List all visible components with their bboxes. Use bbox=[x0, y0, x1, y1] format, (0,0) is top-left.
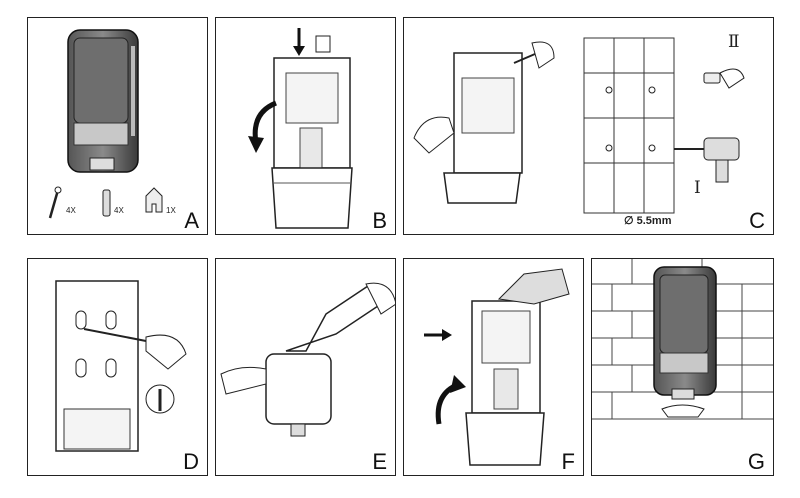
panel-letter: F bbox=[561, 449, 575, 474]
drill-size-label: ∅ 5.5mm bbox=[624, 215, 672, 227]
panel-letter: G bbox=[747, 449, 765, 474]
dispenser-open-view bbox=[271, 35, 353, 229]
marking-holes-illustration bbox=[413, 41, 555, 204]
panel-letter: C bbox=[749, 208, 765, 233]
panel-f: F bbox=[403, 258, 584, 476]
mounting-screws-illustration bbox=[55, 280, 187, 452]
panel-letter: E bbox=[372, 449, 387, 474]
insert-refill-illustration bbox=[465, 268, 570, 466]
panel-g: G bbox=[591, 258, 774, 476]
panel-c: Ⅱ Ⅰ ∅ 5.5mm C bbox=[403, 17, 774, 235]
hand-under-dispenser-icon bbox=[661, 404, 705, 418]
wall-anchor-insert-icon bbox=[703, 68, 745, 89]
mounted-dispenser bbox=[653, 266, 717, 400]
rotate-up-arrow-icon bbox=[435, 375, 466, 425]
screw-icon bbox=[48, 186, 62, 219]
refill-bottle-illustration bbox=[220, 282, 395, 437]
panel-letter: A bbox=[184, 208, 199, 233]
panel-e: E bbox=[215, 258, 396, 476]
wall-anchor-icon bbox=[102, 189, 111, 217]
screw-quantity: 4X bbox=[66, 206, 76, 215]
power-drill-icon bbox=[674, 137, 740, 183]
step-one-label: Ⅰ bbox=[694, 178, 701, 198]
rotate-arrow-icon bbox=[248, 100, 278, 153]
step-two-label: Ⅱ bbox=[728, 32, 739, 52]
wall-tile-grid bbox=[583, 37, 675, 214]
panel-d: D bbox=[27, 258, 208, 476]
panel-letter: D bbox=[183, 449, 199, 474]
panel-letter: B bbox=[372, 208, 387, 233]
arrow-down-icon bbox=[293, 28, 305, 56]
key-quantity: 1X bbox=[166, 206, 176, 215]
key-icon bbox=[145, 187, 163, 213]
arrow-right-icon bbox=[424, 329, 452, 341]
screw-detail-icon bbox=[145, 384, 175, 414]
anchor-quantity: 4X bbox=[114, 206, 124, 215]
panel-b: B bbox=[215, 17, 396, 235]
dispenser-front-view bbox=[67, 29, 139, 173]
panel-a: 4X 4X 1X A bbox=[27, 17, 208, 235]
